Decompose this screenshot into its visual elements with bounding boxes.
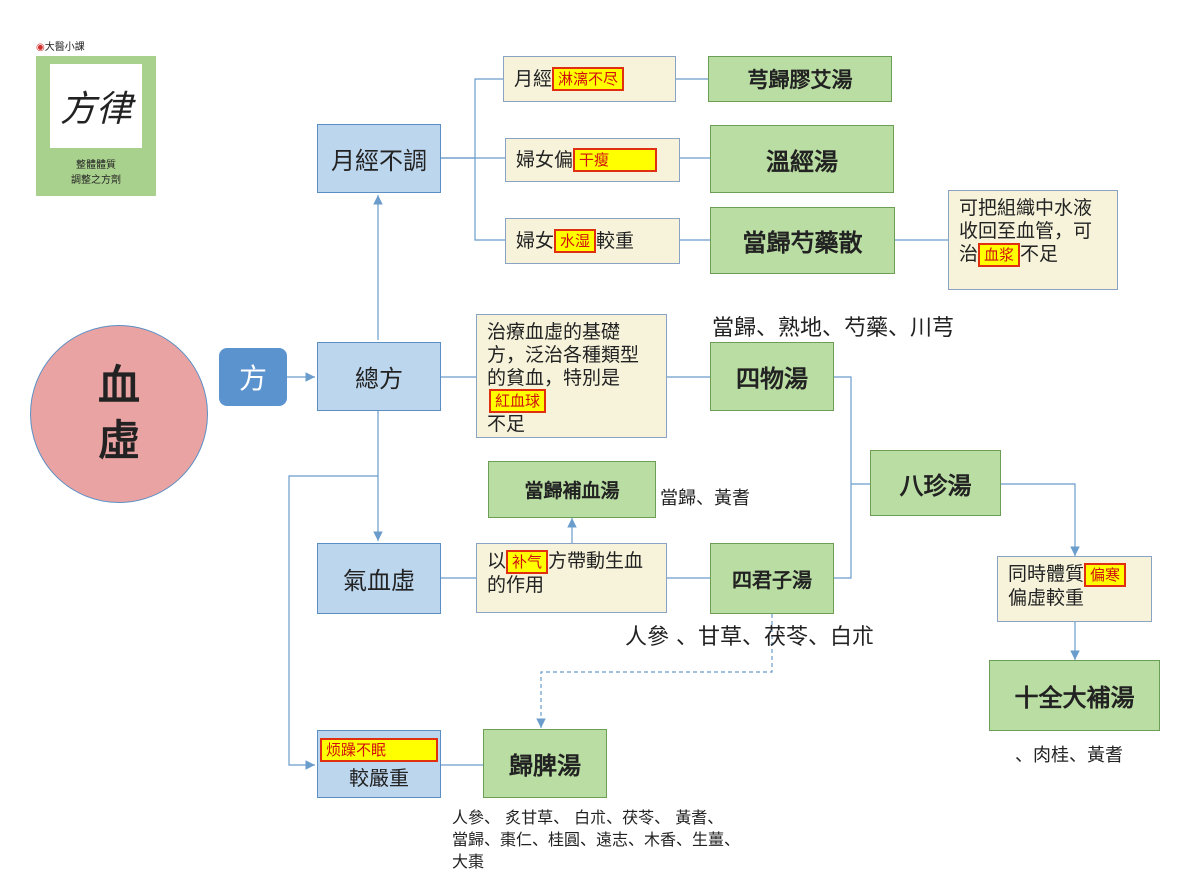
menstrual-irregular-box: 月經不調	[317, 124, 441, 193]
condition-thin: 婦女偏干瘦	[505, 138, 680, 182]
blood-deficiency-circle: 血 虛	[30, 325, 208, 503]
plasma-highlight: 血浆	[978, 242, 1021, 267]
dripping-highlight: 淋漓不尽	[552, 67, 625, 91]
brand-mark-icon: ◉	[36, 42, 45, 53]
condition-text-tail: 較重	[596, 229, 635, 252]
thin-highlight: 干瘦	[573, 148, 658, 172]
formula-danggui-shaoyao: 當歸芍藥散	[710, 207, 895, 274]
brand-text: 大醫小課	[44, 42, 85, 53]
siwu-description: 治療血虛的基礎方，泛治各種類型的貧血，特別是紅血球不足	[476, 314, 667, 438]
siwu-desc-tail: 不足	[487, 413, 526, 436]
formula-guipi: 歸脾湯	[483, 729, 607, 798]
shiquan-ingredients: 、肉桂、黃耆	[1015, 745, 1123, 766]
tonify-qi-highlight: 补气	[506, 550, 549, 574]
formula-sijunzi: 四君子湯	[710, 543, 834, 614]
cold-highlight: 偏寒	[1084, 563, 1127, 587]
qi-desc-pre: 以	[487, 550, 507, 572]
guipi-ingredients-2: 當歸、棗仁、桂圓、遠志、木香、生薑、	[452, 830, 741, 849]
formula-shiquan-dabu: 十全大補湯	[989, 660, 1160, 731]
logo: ◉大醫小課 方律 整體體質 調整之方劑	[36, 38, 156, 198]
condition-menstrual-dripping: 月經淋漓不尽	[503, 56, 676, 102]
cold-desc-pre: 同時體質	[1008, 563, 1085, 585]
condition-text: 婦女	[516, 229, 555, 252]
circle-line-1: 血	[97, 361, 140, 411]
cold-description: 同時體質偏寒偏虛較重	[997, 556, 1152, 622]
cold-desc-post: 偏虛較重	[1008, 587, 1085, 609]
fang-tag: 方	[219, 348, 287, 406]
water-desc-text: 可把組織中水液收回至血管，可治	[959, 197, 1093, 265]
formula-siwu: 四物湯	[710, 342, 834, 411]
condition-dampness: 婦女水湿較重	[505, 218, 680, 264]
qi-desc-post: 方帶動生血的作用	[487, 550, 644, 596]
siwu-desc-text: 治療血虛的基礎方，泛治各種類型的貧血，特別是	[487, 321, 640, 389]
qi-description: 以补气方帶動生血的作用	[476, 543, 667, 613]
dampness-highlight: 水湿	[554, 229, 597, 253]
formula-xionggui-jiaoai: 芎歸膠艾湯	[708, 56, 892, 102]
guipi-ingredients-3: 大棗	[452, 852, 485, 871]
brand-label: ◉大醫小課	[36, 38, 85, 53]
general-formula-box: 總方	[317, 342, 441, 411]
formula-danggui-buxue: 當歸補血湯	[488, 461, 656, 518]
water-desc-tail: 不足	[1020, 242, 1059, 265]
logo-tagline-1: 整體體質	[76, 160, 116, 171]
guipi-ingredients-1: 人參、 炙甘草、 白朮、茯苓、 黃耆、	[452, 808, 724, 827]
siwu-ingredients: 當歸、熟地、芍藥、川芎	[712, 316, 955, 341]
condition-text: 婦女偏	[516, 148, 574, 171]
buxue-ingredients: 當歸、黃耆	[660, 488, 750, 509]
rbc-highlight: 紅血球	[489, 389, 547, 414]
formula-bazhen: 八珍湯	[870, 450, 1001, 516]
logo-calligraphy: 方律	[50, 64, 142, 148]
logo-tagline-2: 調整之方劑	[71, 175, 121, 186]
condition-text: 月經	[514, 67, 553, 90]
logo-panel: 方律 整體體質 調整之方劑	[36, 56, 156, 196]
circle-line-2: 虛	[97, 416, 140, 465]
qi-blood-deficiency-box: 氣血虛	[317, 543, 441, 614]
sijunzi-ingredients: 人參 、甘草、茯苓、白朮	[625, 625, 874, 650]
severe-box: 烦躁不眠 較嚴重	[317, 730, 441, 798]
water-description: 可把組織中水液收回至血管，可治血浆不足	[948, 190, 1118, 290]
severe-label: 較嚴重	[349, 765, 409, 790]
insomnia-highlight: 烦躁不眠	[320, 737, 438, 762]
formula-wenjing: 溫經湯	[710, 125, 894, 193]
